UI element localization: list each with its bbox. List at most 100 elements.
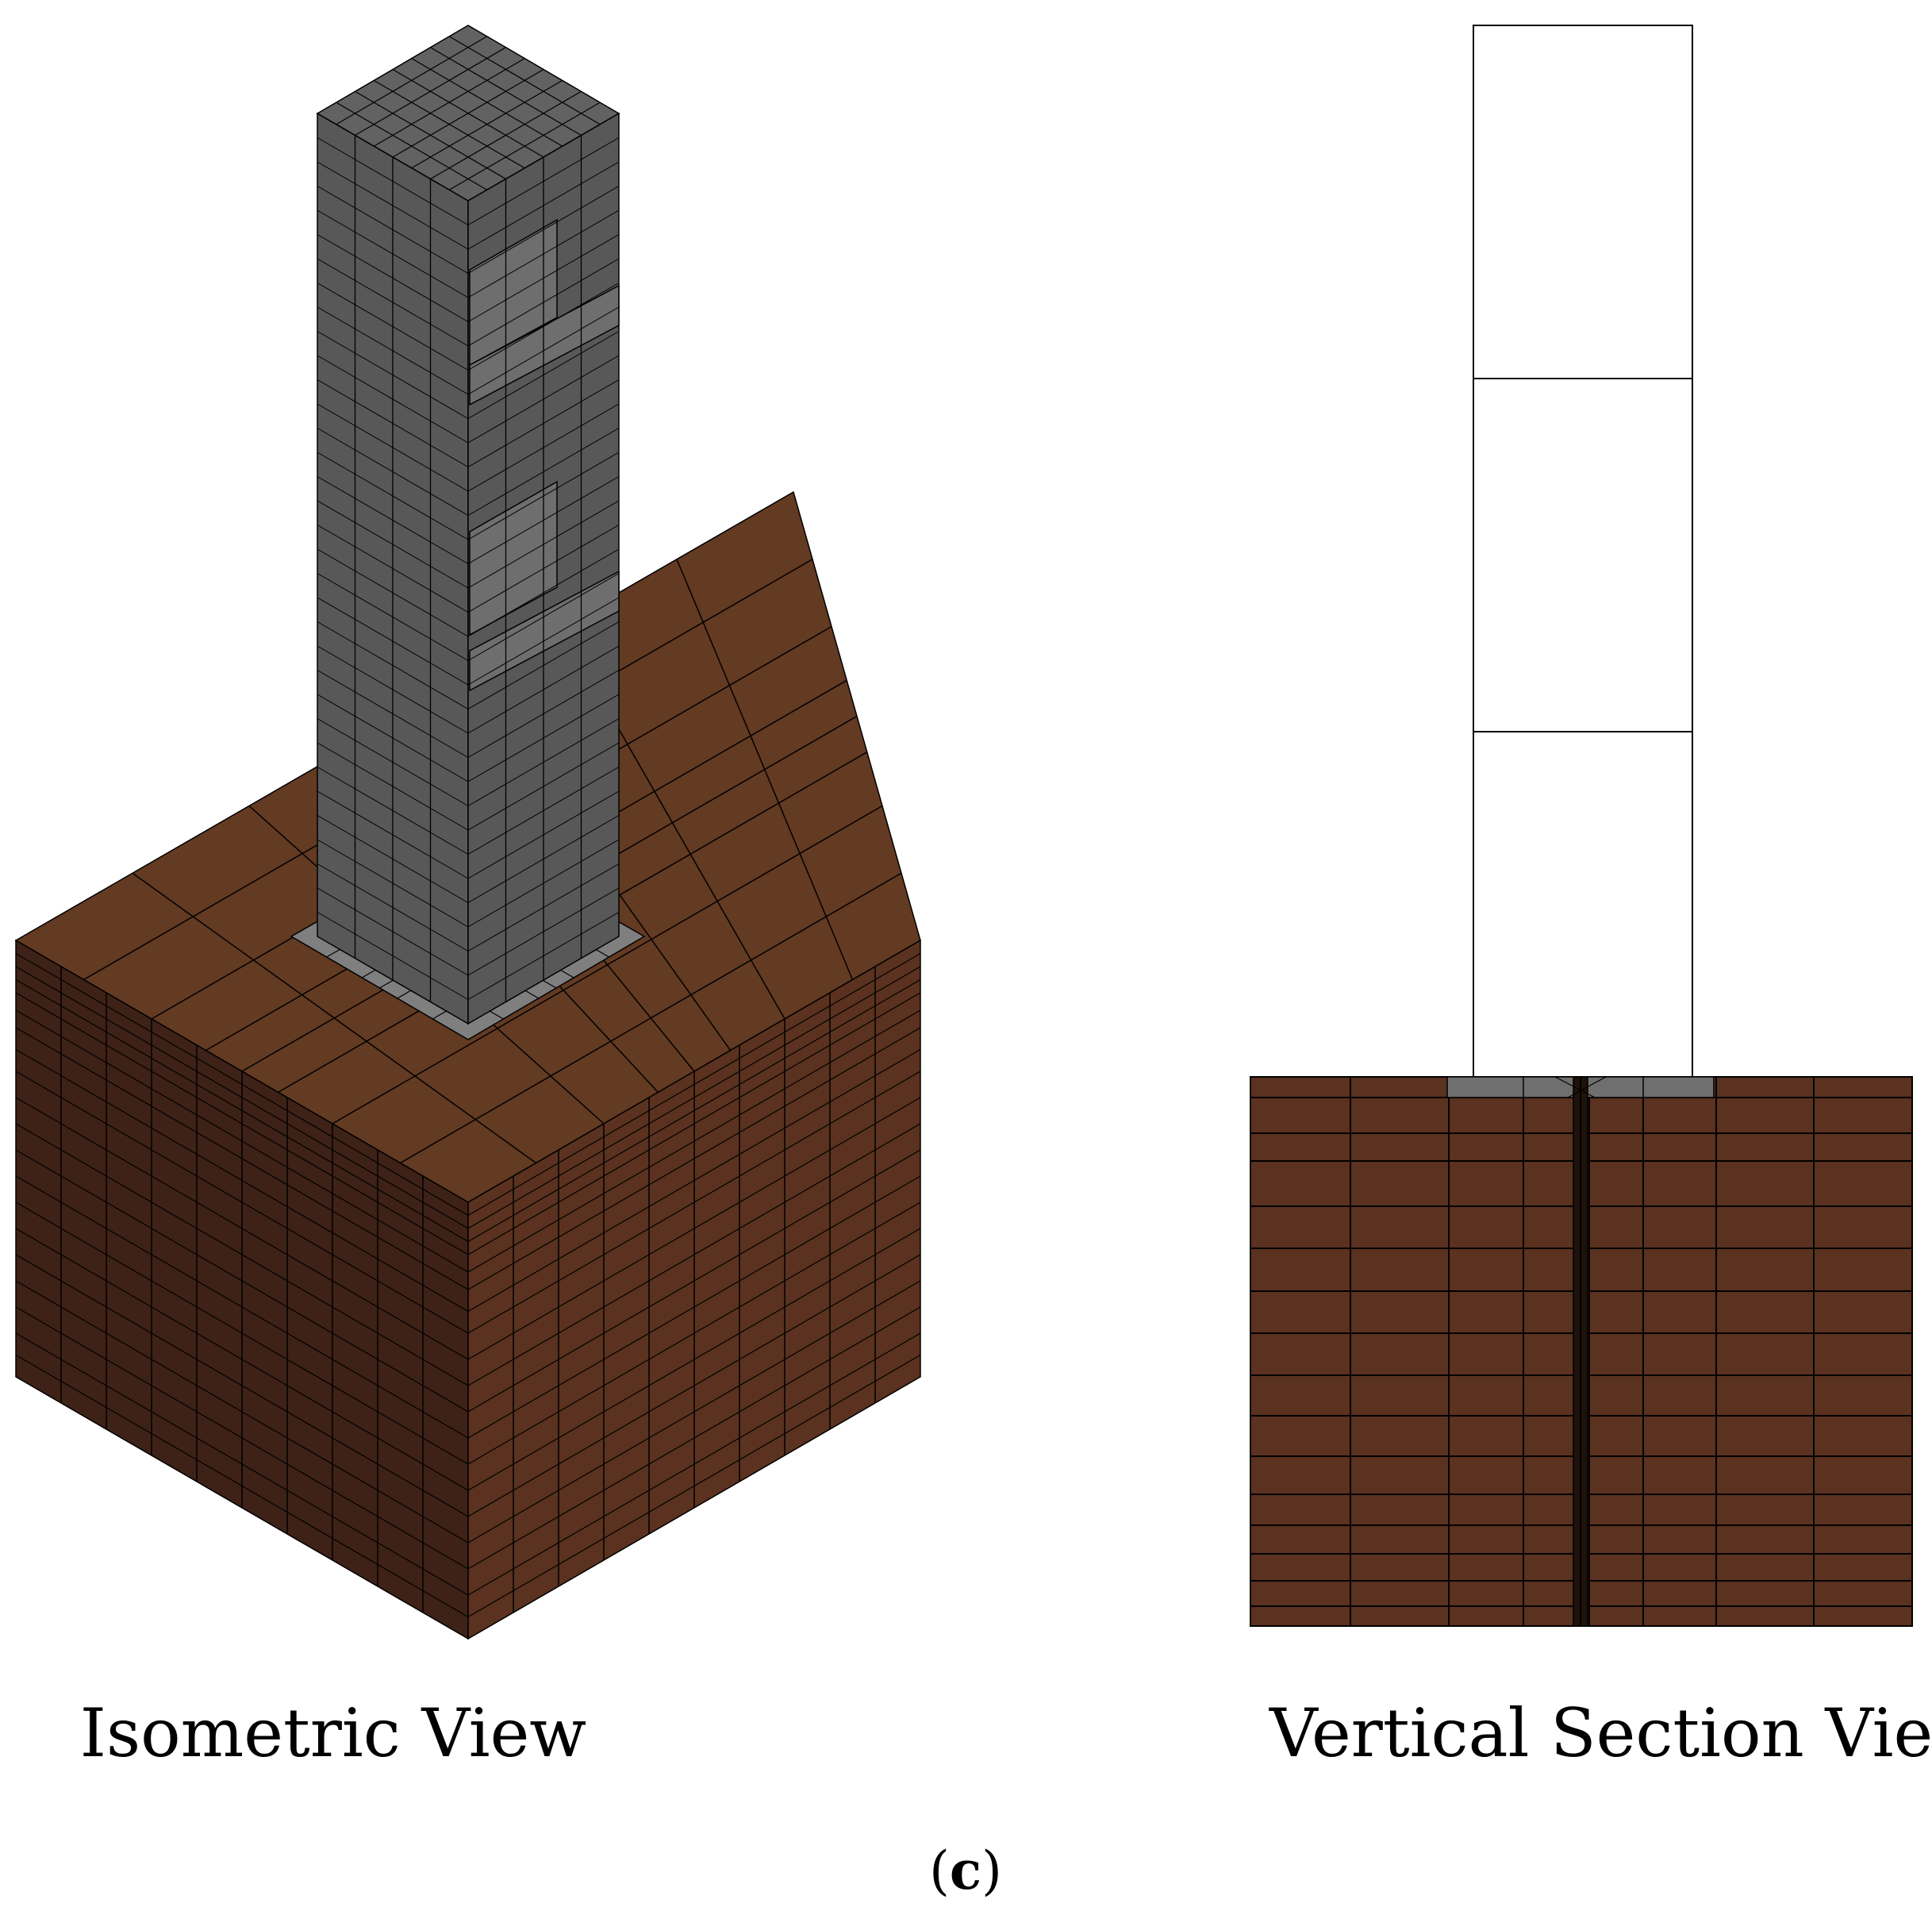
- vertical-section-drawing: [1250, 25, 1913, 1627]
- soil-layer-line: [467, 1149, 921, 1413]
- column-mesh-line: [317, 210, 469, 298]
- vertical-section-view-caption: Vertical Section View: [1269, 1694, 1932, 1772]
- column-mesh-line: [467, 912, 620, 1000]
- soil-layer-line: [15, 1280, 469, 1543]
- column-web-opening: [469, 480, 558, 636]
- soil-layer-line: [467, 1097, 921, 1360]
- column-mesh-line: [317, 500, 469, 589]
- column-mesh-line: [467, 137, 620, 225]
- soil-layer-line: [15, 952, 469, 1217]
- soil-layer-line: [15, 1228, 469, 1491]
- column-mesh-line: [467, 355, 620, 444]
- column-mesh-line: [317, 379, 469, 467]
- column-mesh-line: [467, 161, 620, 250]
- column-mesh-line: [317, 887, 469, 976]
- column-mesh-line: [467, 331, 620, 419]
- column-mesh-line: [317, 839, 469, 928]
- column-mesh-line: [317, 428, 469, 516]
- column-cap-mesh-line: [448, 102, 601, 190]
- column-cap-mesh-line: [448, 36, 601, 125]
- column-mesh-line: [317, 283, 469, 371]
- column-mesh-line: [317, 742, 469, 831]
- column-mesh-line: [467, 597, 620, 686]
- column-mesh-line: [317, 525, 469, 613]
- column-mesh-line: [467, 645, 620, 734]
- soil-layer-line: [15, 1097, 469, 1360]
- column-mesh-line: [467, 234, 620, 322]
- column-mesh-line: [317, 258, 469, 347]
- column-mesh-line: [467, 694, 620, 782]
- column-mesh-line: [467, 186, 620, 274]
- figure-label-close: ): [981, 1840, 1002, 1901]
- column-mesh-line: [317, 694, 469, 782]
- column-mesh-line: [317, 548, 469, 637]
- soil-layer-line: [467, 992, 921, 1255]
- steel-column: [316, 25, 620, 1025]
- column-mesh-line: [317, 790, 469, 879]
- column-mesh-line: [467, 718, 620, 806]
- column-web-opening: [469, 218, 558, 367]
- soil-layer-line: [15, 1048, 469, 1313]
- figure-panel-label: (c): [847, 1840, 1085, 1901]
- column-cap-mesh-line: [392, 68, 544, 158]
- column-mesh-line: [467, 790, 620, 879]
- column-mesh-line: [467, 452, 620, 540]
- column-mesh-line: [467, 742, 620, 831]
- column-mesh-line: [317, 815, 469, 903]
- column-mesh-line: [467, 403, 620, 492]
- soil-layer-line: [467, 966, 921, 1229]
- soil-layer-line: [15, 1123, 469, 1386]
- soil-layer-line: [467, 1071, 921, 1334]
- column-mesh-line: [317, 331, 469, 419]
- soil-layer-line: [467, 1009, 921, 1273]
- column-mesh-line: [467, 525, 620, 613]
- column-mesh-line: [317, 355, 469, 444]
- column-mesh-line: [317, 234, 469, 322]
- column-mesh-line: [317, 670, 469, 758]
- soil-layer-line: [15, 1175, 469, 1439]
- soil-layer-line: [467, 1175, 921, 1439]
- column-mesh-line: [467, 210, 620, 298]
- soil-layer-line: [467, 1048, 921, 1313]
- column-mesh-line: [317, 137, 469, 225]
- column-mesh-line: [467, 839, 620, 928]
- soil-layer-line: [15, 966, 469, 1229]
- isometric-view-drawing: [14, 25, 921, 1640]
- soil-layer-line: [15, 1071, 469, 1334]
- column-mesh-line: [467, 573, 620, 661]
- column-mesh-line: [317, 403, 469, 492]
- column-mesh-line: [467, 500, 620, 589]
- column-mesh-line: [467, 306, 620, 395]
- isometric-view-caption: Isometric View: [79, 1694, 587, 1772]
- figure-label-open: (: [929, 1840, 950, 1901]
- column-mesh-line: [317, 863, 469, 951]
- soil-layer-line: [15, 1354, 469, 1618]
- soil-layer-line: [15, 1149, 469, 1413]
- column-cap-mesh-line: [411, 79, 563, 169]
- section-anchor-rod-fan: [1554, 1076, 1596, 1098]
- column-cap-mesh-line: [430, 47, 582, 136]
- soil-layer-line: [15, 1332, 469, 1596]
- column-mesh-line: [317, 573, 469, 661]
- column-mesh-line: [467, 476, 620, 564]
- soil-top-mesh-line: [400, 872, 902, 1164]
- column-mesh-line: [317, 306, 469, 395]
- column-mesh-line: [317, 621, 469, 709]
- column-mesh-line: [467, 815, 620, 903]
- column-mesh-line: [467, 548, 620, 637]
- column-mesh-line: [467, 863, 620, 951]
- soil-layer-line: [15, 1027, 469, 1290]
- column-mesh-line: [317, 767, 469, 855]
- soil-layer-line: [467, 1027, 921, 1290]
- soil-layer-line: [15, 1254, 469, 1517]
- column-mesh-line: [467, 621, 620, 709]
- soil-layer-line: [467, 1254, 921, 1517]
- column-mesh-line: [317, 452, 469, 540]
- column-mesh-line: [317, 186, 469, 274]
- column-mesh-line: [467, 379, 620, 467]
- soil-top-mesh-line: [676, 559, 854, 980]
- section-anchor-rod-fan: [1567, 1076, 1607, 1098]
- soil-layer-line: [467, 1228, 921, 1491]
- column-mesh-line: [467, 767, 620, 855]
